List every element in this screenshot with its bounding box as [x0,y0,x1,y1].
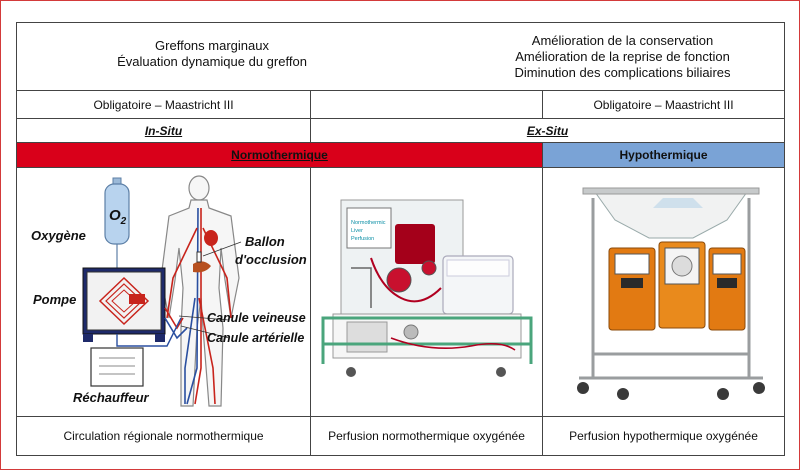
heater-icon [90,347,144,387]
caption-left: Circulation régionale normothermique [16,416,311,456]
nrp-diagram-cell: O2 [16,167,311,417]
canule-veineuse-label: Canule veineuse [207,311,306,325]
normothermic-device-cell: Normothermic Liver Perfusion [310,167,543,417]
requirement-middle [310,90,543,119]
pump-icon [82,267,166,342]
canule-arterielle-label: Canule artérielle [207,331,304,345]
normothermic-band: Normothermique [16,142,543,168]
oxygen-bottle-icon [104,177,130,245]
perfusion-unit-icon [658,241,706,329]
blood-reservoir-icon [395,224,435,264]
ex-situ-label: Ex-Situ [310,118,785,143]
caption-right: Perfusion hypothermique oxygénée [542,416,785,456]
device-screen-text: Liver [351,228,363,234]
ballon-label-2: d'occlusion [235,252,307,267]
header-left-cell: Greffons marginaux Évaluation dynamique … [16,22,543,91]
nrp-diagram: O2 [31,175,307,407]
requirement-left: Obligatoire – Maastricht III [16,90,311,119]
header-right-line: Amélioration de la conservation [531,32,714,48]
header-left-line: Greffons marginaux [155,37,269,53]
comparison-table: Greffons marginaux Évaluation dynamique … [16,22,785,456]
o2-label: O [109,207,121,224]
svg-text:O2: O2 [109,207,127,227]
perfusion-unit-icon [708,247,746,331]
header-left-line: Évaluation dynamique du greffon [117,53,307,69]
vessels [166,207,232,405]
perfusion-unit-icon [608,247,656,331]
normothermic-device-image: Normothermic Liver Perfusion [321,199,533,377]
header-right-line: Amélioration de la reprise de fonction [515,48,730,64]
oxygen-label: Oxygène [31,228,86,243]
heart-icon [204,230,218,246]
in-situ-label: In-Situ [16,118,311,143]
requirement-right: Obligatoire – Maastricht III [542,90,785,119]
pump-head-icon [386,267,412,293]
balloon-icon [196,251,202,263]
hypothermic-device-cell [542,167,785,417]
header-right-cell: Amélioration de la conservation Améliora… [514,22,785,91]
header-right-line: Diminution des complications biliaires [514,64,731,80]
hypothermic-band: Hypothermique [542,142,785,168]
caption-middle: Perfusion normothermique oxygénée [310,416,543,456]
hypothermic-device-image [577,187,765,400]
device-screen-text: Perfusion [351,236,374,242]
pompe-label: Pompe [33,292,76,307]
ballon-label-1: Ballon [245,234,285,249]
device-screen [346,207,392,249]
device-screen-text: Normothermic [351,220,386,226]
o2-subscript: 2 [120,216,127,227]
liver-icon [193,261,211,273]
rechauffeur-label: Réchauffeur [73,390,150,405]
